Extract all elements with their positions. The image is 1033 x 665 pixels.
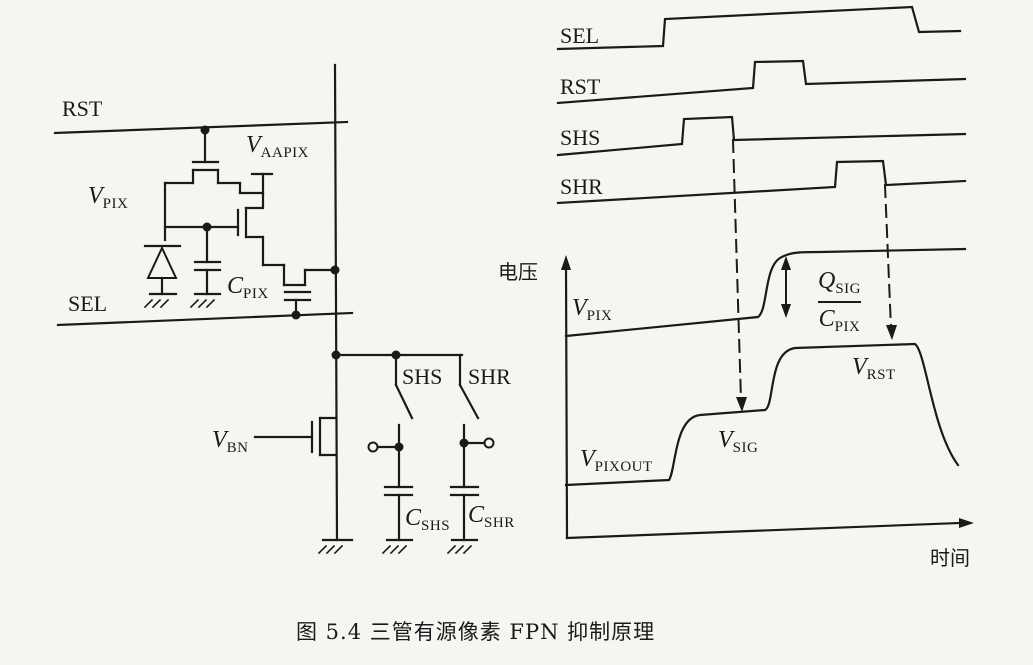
- y-axis: [564, 263, 569, 540]
- vpix-node-label: VPIX: [88, 183, 129, 212]
- rst-line-label: RST: [62, 96, 103, 121]
- x-axis-label: 时间: [930, 546, 970, 570]
- sel-signal-label: SEL: [560, 23, 600, 48]
- shr-signal-label: SHR: [560, 174, 603, 199]
- shs-signal-label: SHS: [560, 125, 601, 150]
- vpixout-label: VPIXOUT: [580, 446, 653, 475]
- rst-signal-label: RST: [560, 74, 601, 99]
- shr-switch-label: SHR: [468, 364, 511, 389]
- fraction-denominator: CPIX: [818, 306, 861, 335]
- sel-line-label: SEL: [68, 291, 108, 316]
- cshs-label: CSHS: [405, 505, 451, 534]
- shs-switch-label: SHS: [402, 364, 443, 389]
- vpix-waveform: [564, 247, 967, 338]
- y-axis-label: 电压: [498, 260, 538, 284]
- sel-line: [56, 311, 354, 327]
- sel-waveform: [556, 5, 962, 51]
- cshr-label: CSHR: [468, 502, 515, 531]
- shs-waveform: [556, 115, 967, 157]
- fraction-numerator: QSIG: [818, 269, 862, 303]
- pixel-circuit: [53, 63, 495, 555]
- vbn-label: VBN: [212, 427, 249, 456]
- figure-caption: 图 5.4 三管有源像素 FPN 抑制原理: [296, 620, 656, 644]
- rst-line: [53, 120, 349, 135]
- vpixout-waveform: [564, 342, 960, 487]
- shr-waveform: [556, 159, 967, 205]
- vpix-waveform-label: VPIX: [572, 295, 613, 324]
- qsig-cpix-fraction: QSIG CPIX: [818, 269, 862, 335]
- cpix-label: CPIX: [227, 273, 269, 302]
- vaapix-label: VAAPIX: [246, 132, 310, 161]
- x-axis: [565, 521, 962, 540]
- rst-waveform: [556, 59, 967, 105]
- vrst-label: VRST: [852, 354, 896, 383]
- vsig-label: VSIG: [718, 427, 759, 456]
- column-line: [333, 63, 339, 542]
- timing-waveforms: [556, 5, 974, 540]
